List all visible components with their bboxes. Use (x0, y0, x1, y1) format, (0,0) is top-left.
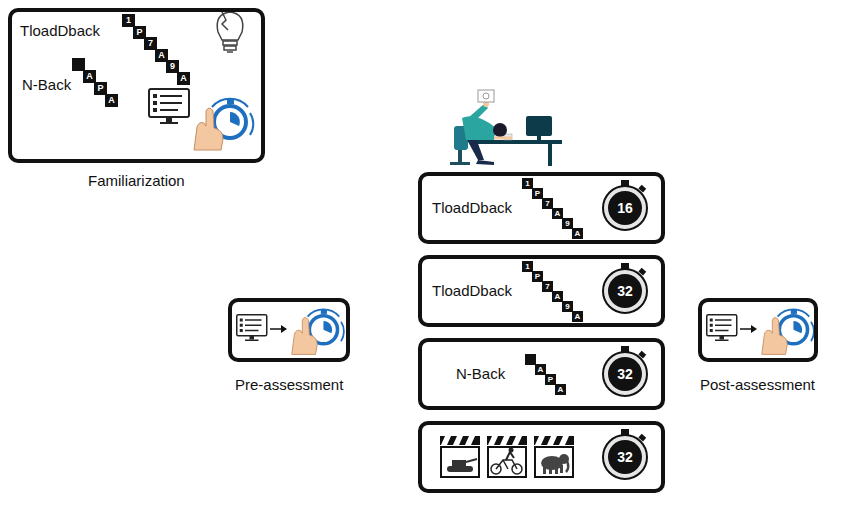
task-name: TloadDback (432, 282, 512, 300)
phase-caption: Pre-assessment (235, 376, 343, 394)
sequence-item: A (105, 94, 118, 107)
stopwatch-icon (603, 263, 647, 313)
monitor-icon (237, 315, 267, 341)
sequence-item: A (177, 72, 190, 85)
arrow (270, 325, 287, 333)
hand-stopwatch-icon (194, 99, 253, 150)
clapperboard-tank (440, 436, 480, 477)
sequence-item: A (572, 311, 583, 322)
duration-number: 16 (617, 201, 633, 215)
phase-caption: Post-assessment (700, 376, 815, 394)
tired-person (450, 90, 562, 166)
sequence-item: A (572, 228, 583, 239)
monitor-icon (149, 89, 189, 124)
hand-stopwatch-icon (762, 309, 814, 354)
monitor-icon (707, 315, 737, 341)
clapperboard-elephant (534, 436, 574, 477)
stopwatch-icon (603, 180, 647, 230)
task-name: TloadDback (20, 22, 100, 40)
duration-number: 32 (617, 367, 633, 381)
task-name: N-Back (456, 365, 505, 383)
stopwatch-icon (603, 429, 647, 479)
duration-number: 32 (617, 450, 633, 464)
stage-box: Pre-assessment (228, 298, 350, 362)
stopwatch-icon (603, 346, 647, 396)
sequence-item: A (555, 384, 566, 395)
broken-bulb (217, 12, 243, 52)
clapperboard-cyclist (487, 436, 527, 477)
stage-box: 32 (418, 421, 665, 493)
task-name: N-Back (22, 76, 71, 94)
hand-stopwatch-icon (292, 309, 344, 354)
arrow (740, 325, 757, 333)
stage-box: Post-assessment (698, 298, 818, 362)
duration-number: 32 (617, 284, 633, 298)
task-name: TloadDback (432, 199, 512, 217)
phase-caption: Familiarization (88, 172, 185, 190)
